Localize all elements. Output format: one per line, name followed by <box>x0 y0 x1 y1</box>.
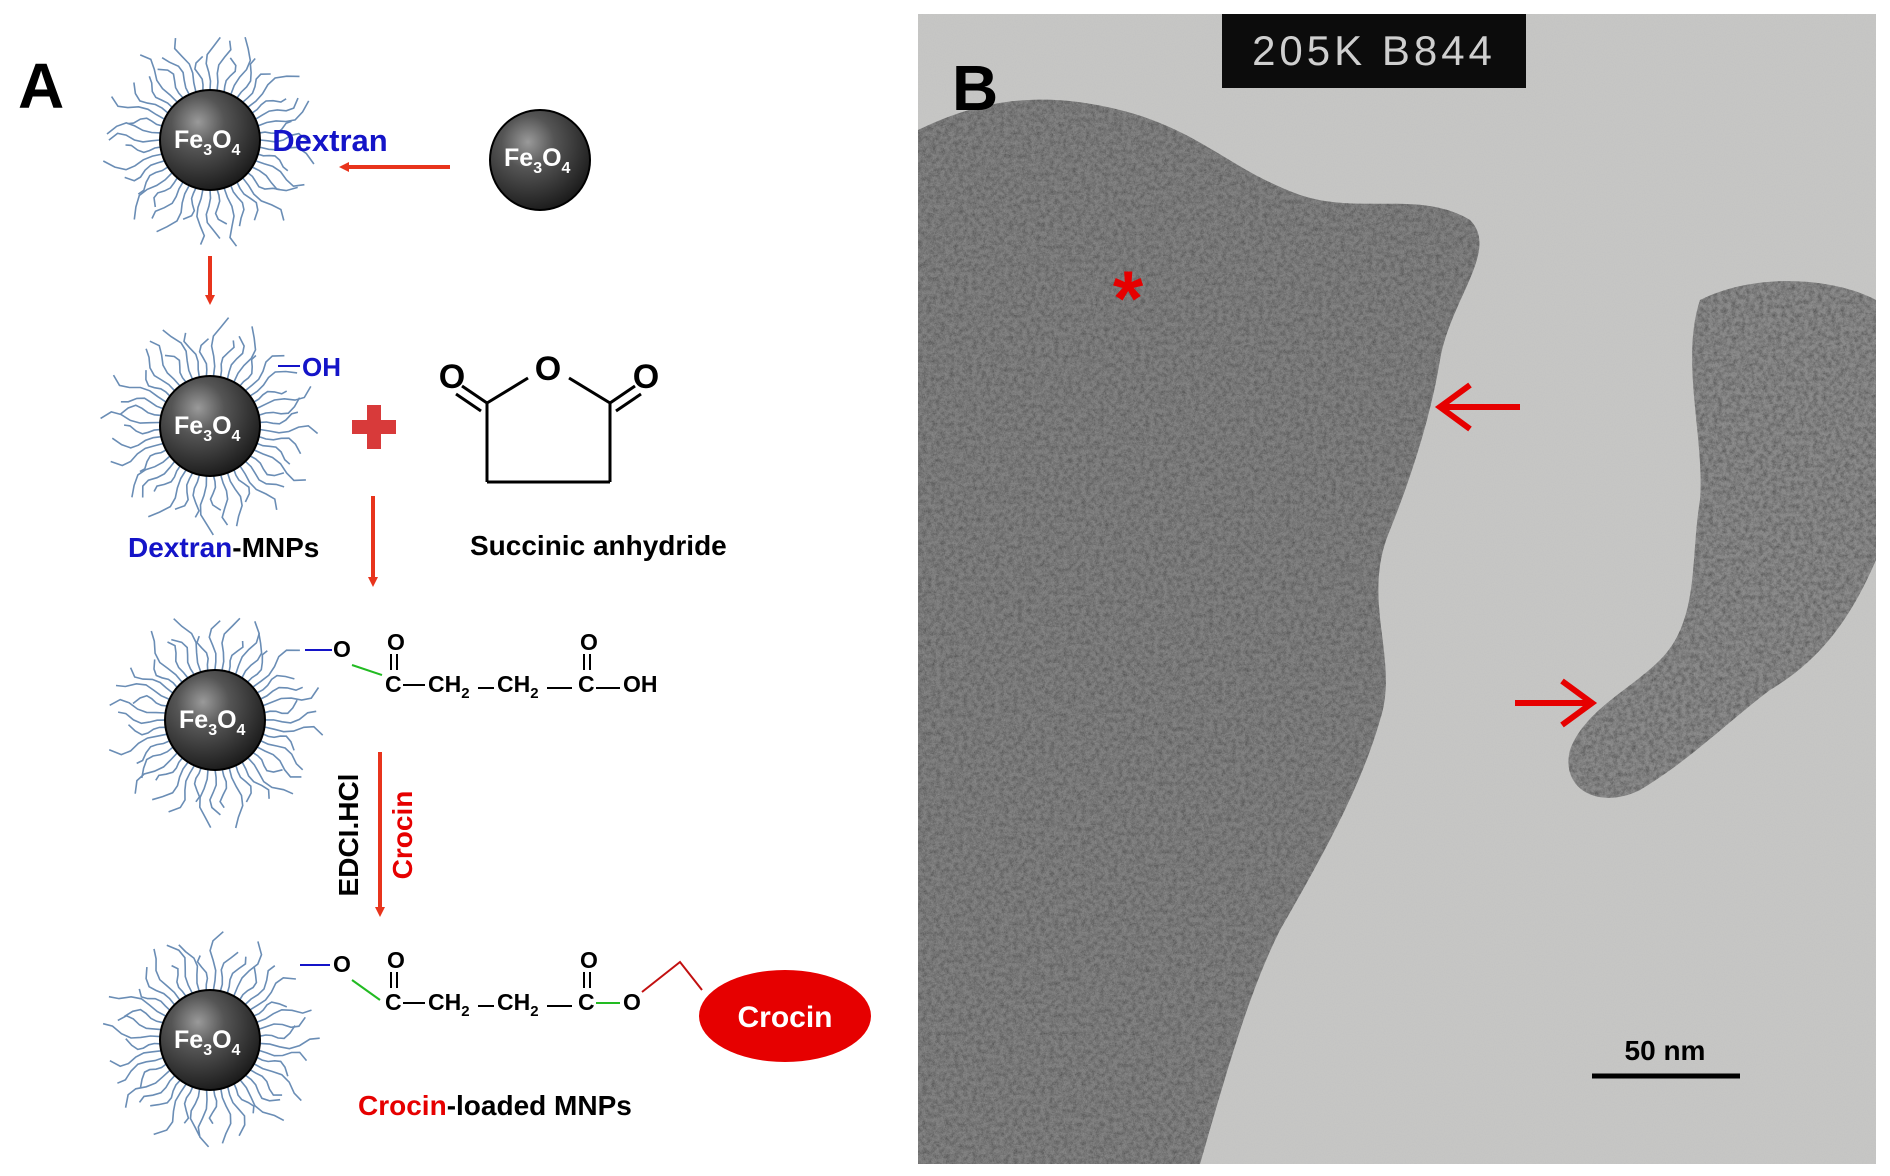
dextran-mnps-label: Dextran-MNPs <box>128 532 319 563</box>
panel-b-label: B <box>952 52 998 124</box>
product-ester-o: O <box>623 989 641 1015</box>
nanoparticle-dextran-1: Fe3O4 <box>102 36 315 247</box>
dextran-brush <box>102 931 320 1148</box>
product-ch2-a: CH2 <box>428 989 470 1020</box>
magnification-stamp <box>1222 14 1526 88</box>
dextran-reagent-label: Dextran <box>272 123 387 158</box>
np-label: Fe3O4 <box>179 706 246 739</box>
plus-sign <box>352 405 396 449</box>
product-ch2-b: CH2 <box>497 989 539 1020</box>
dextran-brush <box>108 617 324 829</box>
hydroxyl-label: OH <box>302 352 341 382</box>
np-label: Fe3O4 <box>174 412 241 445</box>
nanoparticle-crocin-loaded: Fe3O4 <box>102 931 320 1148</box>
reagent-edci-label: EDCI.HCl <box>333 774 364 897</box>
panel-a-label: A <box>18 50 64 122</box>
product-o-link: O <box>333 951 351 977</box>
red-arrow-right <box>1515 678 1598 728</box>
panel-a-scheme: A Fe3O4 Dextran Fe3O4 Fe3O4 OH O <box>0 0 900 1171</box>
crocin-molecule-label: Crocin <box>737 1001 832 1034</box>
succinyl-chain: O O C CH2 CH2 O C OH <box>305 629 658 702</box>
anhydride-carbonyl-oxygen-left: O <box>439 358 465 396</box>
chain-carbonyl-o-1: O <box>387 629 405 655</box>
chain-carbon-1: C <box>385 671 402 697</box>
chain-ch2-b: CH2 <box>497 671 539 702</box>
dextran-brush <box>102 36 315 247</box>
chain-ch2-a: CH2 <box>428 671 470 702</box>
nanoparticle-succinylated: Fe3O4 <box>108 617 324 829</box>
product-carbon-2: C <box>578 989 595 1015</box>
asterisk-marker: * <box>1113 254 1144 342</box>
np-label: Fe3O4 <box>174 126 241 159</box>
magnification-stamp-text: 205K B844 <box>1252 27 1496 74</box>
reagent-crocin-label: Crocin <box>387 791 418 880</box>
np-label: Fe3O4 <box>504 144 571 177</box>
tem-micrograph <box>918 14 1876 1164</box>
anhydride-ring-oxygen: O <box>535 350 561 388</box>
crocin-ester-chain: O O C CH2 CH2 O C O <box>300 947 703 1020</box>
anhydride-carbonyl-oxygen-right: O <box>633 358 659 396</box>
product-carbonyl-o-1: O <box>387 947 405 973</box>
np-label: Fe3O4 <box>174 1026 241 1059</box>
chain-carboxyl-oh: OH <box>623 671 658 697</box>
chain-o-link: O <box>333 636 351 662</box>
succinic-anhydride-structure <box>455 376 642 484</box>
scale-bar-label: 50 nm <box>1625 1035 1706 1066</box>
nanoparticle-dextran-2: Fe3O4 <box>100 317 319 536</box>
chain-carbonyl-o-2: O <box>580 629 598 655</box>
crocin-molecule <box>699 970 871 1062</box>
chain-carbon-2: C <box>578 671 595 697</box>
red-arrow-left <box>1434 382 1520 432</box>
product-carbon-1: C <box>385 989 402 1015</box>
product-carbonyl-o-2: O <box>580 947 598 973</box>
succinic-anhydride-label: Succinic anhydride <box>470 530 727 561</box>
nanoparticle-bare: Fe3O4 <box>489 109 591 211</box>
crocin-mnps-label: Crocin-loaded MNPs <box>358 1090 632 1121</box>
dextran-brush <box>100 317 319 536</box>
